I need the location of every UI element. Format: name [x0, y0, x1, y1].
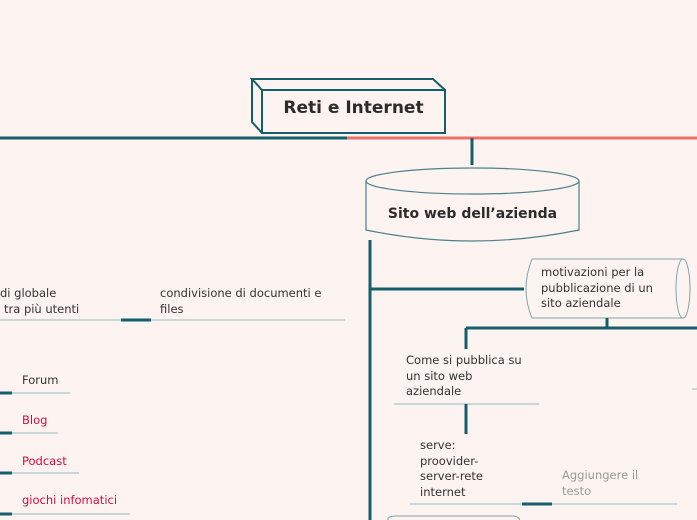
text-line: server-rete: [420, 469, 483, 483]
text-line: files: [160, 301, 184, 316]
text-line: condivisione di documenti e: [160, 286, 322, 300]
root-topic[interactable]: Reti e Internet: [283, 98, 424, 118]
topic-podcast[interactable]: Podcast: [22, 454, 67, 468]
topic-forum[interactable]: Forum: [22, 373, 59, 387]
motivation-cylinder: [525, 258, 691, 319]
text-line: serve:: [420, 438, 456, 452]
placeholder-topic[interactable]: Aggiungere il testo: [562, 468, 638, 499]
text-line: pubblicazione di un: [541, 280, 653, 295]
topic-blog[interactable]: Blog: [22, 413, 48, 427]
main-topic[interactable]: Sito web dell’azienda: [387, 206, 558, 222]
root-box: [249, 78, 446, 134]
text-line: aziendale: [406, 384, 462, 398]
text-line: proovider-: [420, 453, 479, 468]
sharing-topic[interactable]: condivisione di documenti e files: [160, 286, 321, 317]
text-line: tra più utenti: [4, 301, 80, 316]
text-line: Aggiungere il: [562, 468, 639, 482]
text-line: sito aziendale: [541, 296, 621, 310]
text-line: Come si pubblica su: [406, 353, 522, 367]
topic-giochi[interactable]: giochi infomatici: [22, 493, 118, 507]
text-line: di globale: [0, 286, 57, 300]
text-line: motivazioni per la: [541, 265, 645, 279]
motivation-topic[interactable]: motivazioni per la pubblicazione di un s…: [541, 265, 653, 312]
main-topic-cylinder: [365, 167, 580, 242]
serve-topic[interactable]: serve: proovider- server-rete internet: [420, 438, 483, 500]
text-line: testo: [562, 483, 592, 498]
publish-topic[interactable]: Come si pubblica su un sito web aziendal…: [406, 353, 522, 400]
global-topic[interactable]: di globale tra più utenti: [0, 286, 79, 317]
text-line: internet: [420, 484, 466, 499]
text-line: un sito web: [406, 368, 473, 383]
